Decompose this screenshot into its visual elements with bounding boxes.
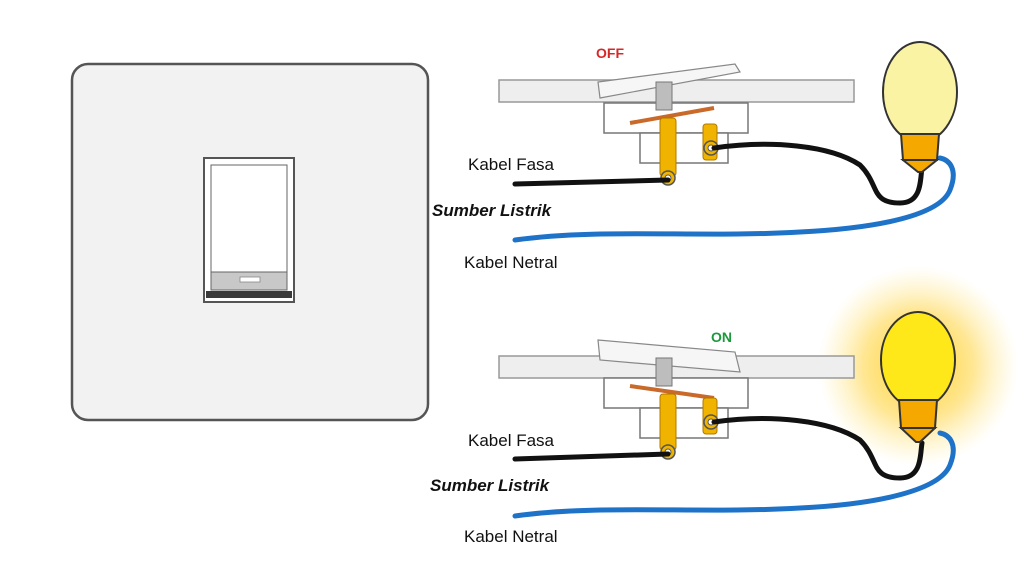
actuator	[655, 357, 673, 387]
source-label-bottom: Sumber Listrik	[430, 476, 550, 495]
diagram-on	[498, 266, 1018, 519]
actuator	[655, 81, 673, 111]
phase-label-top: Kabel Fasa	[468, 155, 554, 174]
indicator-slot	[239, 276, 261, 283]
diagram-off	[498, 41, 958, 243]
source-label-top: Sumber Listrik	[432, 201, 552, 220]
terminal-left	[659, 117, 677, 177]
rocker-shadow	[206, 291, 292, 298]
rocker-lever	[597, 339, 741, 373]
phase-wire-to-bulb	[711, 141, 925, 206]
contact-blade	[629, 384, 715, 400]
wall-switch-plate	[70, 62, 430, 422]
neutral-label-top: Kabel Netral	[464, 253, 558, 272]
neutral-wire	[512, 155, 956, 243]
bulb-on	[880, 311, 956, 443]
contact-blade	[629, 106, 715, 125]
phase-wire-in	[512, 451, 671, 462]
bulb-off	[882, 41, 958, 173]
phase-wire-in	[512, 177, 671, 187]
state-label-off: OFF	[596, 45, 624, 61]
terminal-left	[659, 393, 677, 451]
neutral-wire	[512, 430, 956, 519]
rocker-lever	[597, 63, 741, 99]
neutral-label-bottom: Kabel Netral	[464, 527, 558, 546]
phase-label-bottom: Kabel Fasa	[468, 431, 554, 450]
phase-wire-to-bulb	[711, 416, 925, 481]
state-label-on: ON	[711, 329, 732, 345]
rocker-button	[210, 164, 288, 291]
